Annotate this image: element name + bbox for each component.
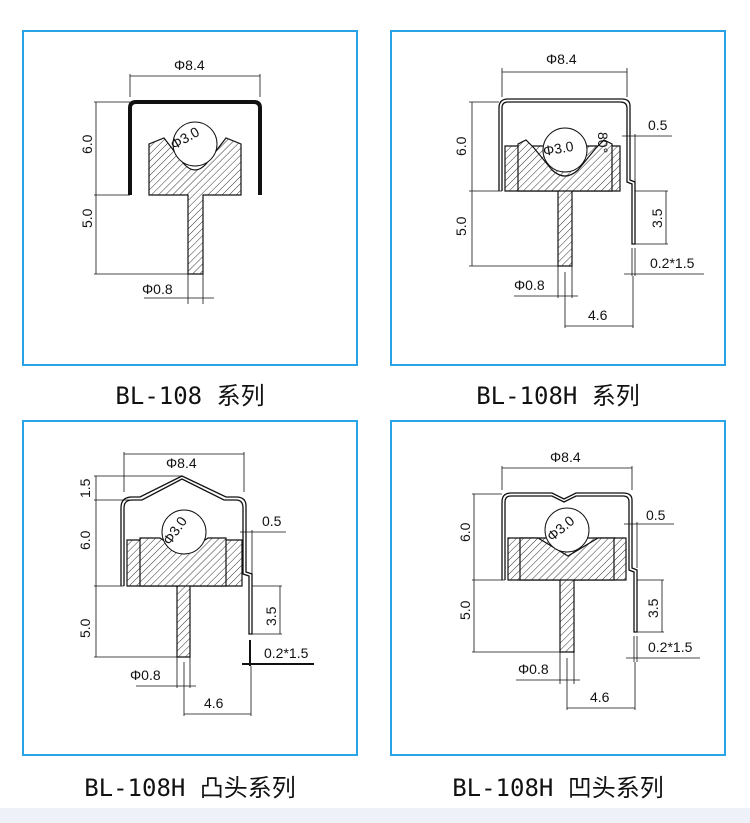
- stem-dia-label: Φ0.8: [518, 661, 549, 677]
- body-height-label: 6.0: [453, 136, 469, 156]
- stem-dia-label: Φ0.8: [514, 277, 545, 293]
- outer-dia-label: Φ8.4: [166, 455, 197, 471]
- pin-height-label: 3.5: [645, 598, 661, 618]
- pin-height-label: 3.5: [263, 606, 279, 626]
- pin-height-label: 3.5: [649, 208, 665, 228]
- drawing-panel-bl108: Φ3.0 Φ8.4 6.0 5.0 Φ0.8: [22, 30, 358, 366]
- caption-bl108h-convex: BL-108H 凸头系列: [84, 774, 296, 802]
- body-height-label: 6.0: [79, 134, 95, 154]
- drawing-panel-bl108h-concave: Φ3.0 Φ8.4 6.0 5.0 0.5 3.5 0.2*1.5 Φ0.8 4…: [390, 420, 726, 756]
- stem-dia-label: Φ0.8: [130, 667, 161, 683]
- offset-label: 0.5: [646, 507, 666, 523]
- pin-size-label: 0.2*1.5: [650, 255, 695, 271]
- pin-size-label: 0.2*1.5: [648, 639, 693, 655]
- caption-bl108: BL-108 系列: [115, 382, 265, 410]
- caption-bl108h: BL-108H 系列: [476, 382, 640, 410]
- drawing-panel-bl108h: Φ3.0 80° Φ8.4 6.0 5.0 0.5 3.5 0.2*1.5 Φ0…: [390, 30, 726, 366]
- technical-drawing: Φ3.0 Φ8.4 6.0 5.0 Φ0.8: [79, 57, 262, 304]
- stem-height-label: 5.0: [457, 600, 473, 620]
- outer-dia-label: Φ8.4: [546, 51, 577, 67]
- drawing-panel-bl108h-convex: Φ3.0 Φ8.4 1.5 6.0 5.0 0.5 3.5 0.2*1.5 Φ0…: [22, 420, 358, 756]
- technical-drawing: Φ3.0 80° Φ8.4 6.0 5.0 0.5 3.5 0.2*1.5 Φ0…: [453, 51, 704, 328]
- angle-label: 80°: [595, 132, 611, 153]
- stem-height-label: 5.0: [77, 618, 93, 638]
- stem-height-label: 5.0: [453, 216, 469, 236]
- pin-spacing-label: 4.6: [204, 695, 224, 711]
- pin-spacing-label: 4.6: [590, 689, 610, 705]
- ball: [172, 121, 218, 167]
- outer-dia-label: Φ8.4: [174, 57, 205, 73]
- ball: [542, 127, 588, 173]
- technical-drawing: Φ3.0 Φ8.4 6.0 5.0 0.5 3.5 0.2*1.5 Φ0.8 4…: [457, 449, 700, 710]
- bottom-strip: [0, 808, 750, 823]
- ball-seat: [148, 137, 242, 275]
- pin-spacing-label: 4.6: [588, 307, 608, 323]
- stem-height-label: 5.0: [79, 208, 95, 228]
- ball-dia-label: Φ3.0: [542, 138, 575, 159]
- pin-size-label: 0.2*1.5: [264, 645, 309, 661]
- outer-dia-label: Φ8.4: [550, 449, 581, 465]
- body-height-label: 6.0: [457, 522, 473, 542]
- stem-dia-label: Φ0.8: [142, 281, 173, 297]
- body-height-label: 6.0: [77, 530, 93, 550]
- offset-label: 0.5: [648, 117, 668, 133]
- caption-bl108h-concave: BL-108H 凹头系列: [452, 774, 664, 802]
- offset-label: 0.5: [262, 513, 282, 529]
- technical-drawing: Φ3.0 Φ8.4 1.5 6.0 5.0 0.5 3.5 0.2*1.5 Φ0…: [77, 452, 314, 716]
- ball: [544, 507, 590, 553]
- dome-height-label: 1.5: [77, 478, 93, 498]
- ball: [161, 509, 207, 555]
